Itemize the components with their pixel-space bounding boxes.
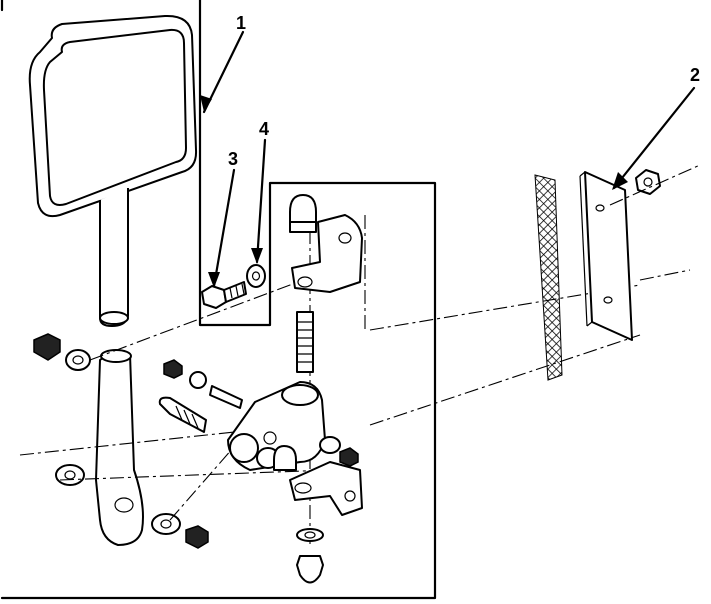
callout-1: 1 (236, 13, 247, 33)
lower-left-hardware (33, 333, 209, 549)
mirror-assembly (28, 14, 198, 546)
mounting-plate (534, 164, 701, 381)
panel-borders (0, 0, 437, 600)
bolt-washer-inset (201, 264, 266, 309)
callout-3: 3 (228, 149, 239, 169)
callout-4: 4 (259, 119, 270, 139)
callout-2: 2 (690, 65, 701, 85)
leader-lines (200, 30, 696, 288)
center-bracket (158, 194, 363, 584)
